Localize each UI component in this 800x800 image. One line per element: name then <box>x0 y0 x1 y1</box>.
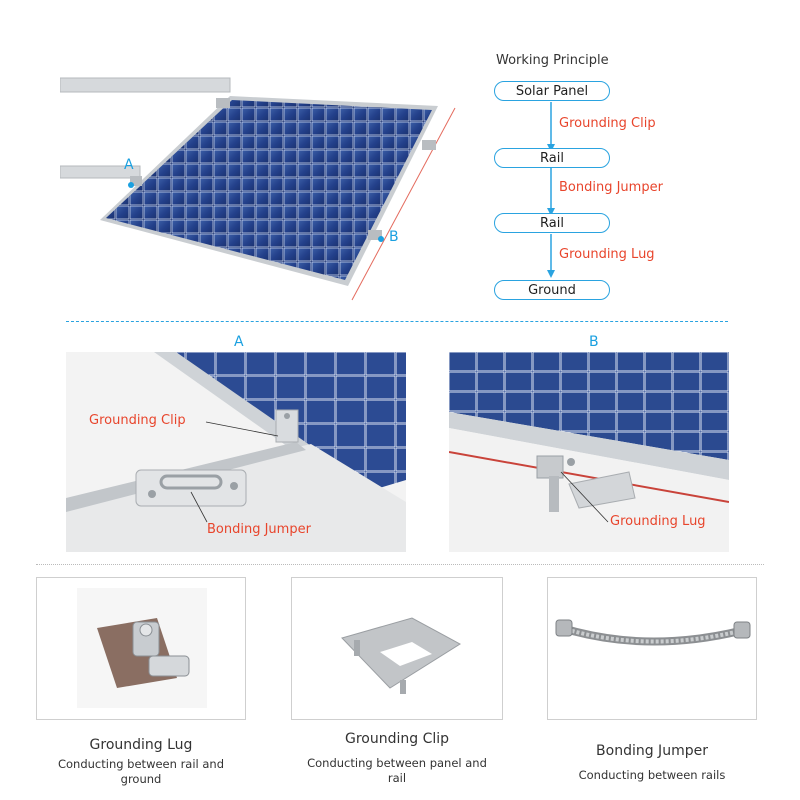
detail-b-leaders <box>560 471 609 523</box>
section-divider <box>36 564 764 565</box>
detail-a-letter: A <box>234 334 244 350</box>
solar-panel-illustration <box>60 38 480 308</box>
flow-node-ground: Ground <box>494 280 610 300</box>
grounding-clip-image <box>341 617 461 694</box>
flow-node-rail-2: Rail <box>494 213 610 233</box>
detail-b-lug-callout: Grounding Lug <box>610 514 706 529</box>
marker-a-dot <box>128 182 134 188</box>
detail-a-jumper-callout: Bonding Jumper <box>207 522 311 537</box>
grounding-lug-image <box>77 588 207 708</box>
marker-b-dot <box>378 236 384 242</box>
flow-node-rail-1: Rail <box>494 148 610 168</box>
detail-a-clip-callout: Grounding Clip <box>89 413 186 428</box>
flow-link-bonding-jumper: Bonding Jumper <box>559 180 663 195</box>
bonding-jumper-image <box>555 619 751 646</box>
flow-link-grounding-lug: Grounding Lug <box>559 247 655 262</box>
product-bonding-jumper-name: Bonding Jumper <box>596 743 708 759</box>
marker-b: B <box>389 229 399 245</box>
detail-b-letter: B <box>589 334 599 350</box>
product-grounding-lug-card <box>36 577 246 720</box>
flow-node-solar-panel: Solar Panel <box>494 81 610 101</box>
solar-panel-svg <box>60 77 456 301</box>
detail-a-svg <box>66 352 406 552</box>
product-bonding-jumper-card <box>547 577 757 720</box>
product-grounding-clip-name: Grounding Clip <box>344 731 450 747</box>
product-grounding-clip-card <box>291 577 503 720</box>
product-grounding-lug-desc: Conducting between rail and ground <box>57 757 225 786</box>
flow-link-grounding-clip: Grounding Clip <box>559 116 656 131</box>
dashed-divider <box>66 321 728 322</box>
detail-a-image <box>66 352 406 552</box>
product-bonding-jumper-desc: Conducting between rails <box>578 768 726 782</box>
product-grounding-lug-name: Grounding Lug <box>89 737 193 753</box>
marker-a: A <box>124 157 134 173</box>
detail-b-svg <box>449 352 729 552</box>
principle-title: Working Principle <box>496 53 609 68</box>
detail-a-leaders <box>190 421 279 523</box>
detail-b-image <box>449 352 729 552</box>
product-grounding-clip-desc: Conducting between panel and rail <box>307 756 487 785</box>
flow-connector <box>547 102 555 278</box>
